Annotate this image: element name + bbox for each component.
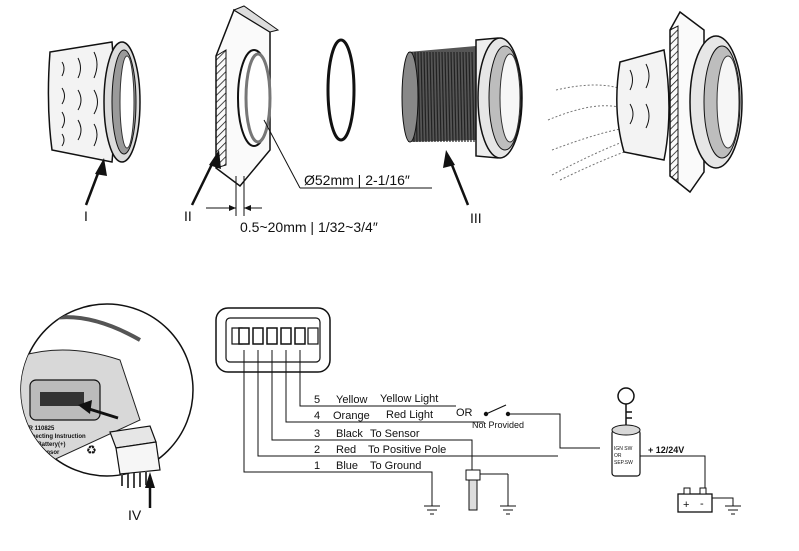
wire-1 bbox=[243, 350, 433, 506]
wire2-num: 2 bbox=[314, 444, 320, 456]
thread-line bbox=[459, 51, 463, 143]
wire-3 bbox=[271, 350, 473, 470]
thread-line bbox=[468, 51, 472, 143]
wire4-function: Red Light bbox=[386, 409, 433, 421]
wire-4 bbox=[285, 350, 462, 423]
ground-symbols bbox=[424, 505, 741, 515]
wire-5 bbox=[299, 350, 456, 407]
threaded-body bbox=[401, 37, 523, 159]
pointer-arrow-iii bbox=[443, 150, 470, 206]
wire5-color: Yellow bbox=[336, 394, 367, 406]
or-label: OR bbox=[456, 407, 473, 419]
wire5-function: Yellow Light bbox=[380, 393, 438, 405]
inset-text-1: MFR 110825 bbox=[20, 426, 55, 432]
ign-line3: SEP.SW bbox=[614, 460, 633, 466]
dimension-markers bbox=[206, 119, 432, 216]
wire-leads bbox=[243, 350, 558, 506]
thread-line bbox=[465, 51, 469, 143]
key-icon bbox=[617, 387, 635, 405]
sensor bbox=[465, 469, 509, 511]
pointer-arrow-ii bbox=[190, 150, 221, 206]
thread-line bbox=[438, 51, 442, 143]
thread-line bbox=[426, 51, 430, 143]
battery-icon: + - bbox=[677, 487, 734, 513]
ignition-switch: IGN SW OR SEP.SW bbox=[611, 387, 641, 477]
connector-pin-2 bbox=[252, 327, 264, 345]
connector-zoom-inset: MFR 110825 Connecting Instruction Red—Ba… bbox=[20, 303, 194, 488]
inset-text-5: Yellow Light bbox=[20, 458, 55, 464]
connector-pin-4 bbox=[280, 327, 292, 345]
thread-line bbox=[453, 51, 457, 143]
wire2-color: Red bbox=[336, 444, 356, 456]
wire-labels: 5 Yellow Yellow Light 4 Orange Red Light… bbox=[314, 393, 446, 472]
thread-line bbox=[441, 51, 445, 143]
thread-line bbox=[450, 51, 454, 143]
svg-text:+: + bbox=[683, 499, 689, 511]
wire5-num: 5 bbox=[314, 394, 320, 406]
wire-2 bbox=[257, 350, 558, 457]
connector-pin-5 bbox=[294, 327, 306, 345]
thread-line bbox=[471, 51, 475, 143]
panel-thickness-label: 0.5~20mm | 1/32~3/4″ bbox=[240, 219, 378, 235]
label-iii: III bbox=[470, 210, 482, 226]
label-iv: IV bbox=[128, 507, 142, 523]
wire1-color: Blue bbox=[336, 460, 358, 472]
mounting-panel bbox=[215, 5, 280, 188]
label-ii: II bbox=[184, 208, 192, 224]
thread-line bbox=[429, 51, 433, 143]
thread-line bbox=[423, 51, 427, 143]
pointer-arrow-i bbox=[84, 158, 107, 206]
o-ring bbox=[326, 38, 356, 142]
light-switch bbox=[462, 404, 600, 449]
thread-line bbox=[447, 51, 451, 143]
wire3-num: 3 bbox=[314, 428, 320, 440]
connector-pin-1 bbox=[238, 327, 250, 345]
hole-diameter-label: Ø52mm | 2-1/16″ bbox=[304, 172, 410, 188]
wire1-function: To Ground bbox=[370, 460, 421, 472]
wire3-function: To Sensor bbox=[370, 428, 420, 440]
label-i: I bbox=[84, 208, 88, 224]
assembled-gauge bbox=[547, 10, 743, 194]
wire3-color: Black bbox=[336, 428, 363, 440]
inset-text-3: Red—Battery(+) bbox=[20, 442, 66, 448]
wire4-color: Orange bbox=[333, 410, 370, 422]
thread-line bbox=[462, 51, 466, 143]
thread-line bbox=[420, 51, 424, 143]
connector-pin-3 bbox=[266, 327, 278, 345]
inset-text-4: Blue—Sensor bbox=[20, 450, 60, 456]
wire4-num: 4 bbox=[314, 410, 320, 422]
recycle-icon: ♻ bbox=[86, 443, 97, 457]
not-provided-label: Not Provided bbox=[472, 420, 524, 430]
thread-line bbox=[417, 51, 421, 143]
pointer-arrow-iv bbox=[145, 472, 155, 508]
ground-icon bbox=[500, 505, 516, 515]
thread-line bbox=[444, 51, 448, 143]
wire1-num: 1 bbox=[314, 460, 320, 472]
thread-line bbox=[456, 51, 460, 143]
voltage-label: + 12/24V bbox=[648, 445, 684, 455]
bezel-ring bbox=[47, 41, 141, 163]
ground-icon bbox=[725, 505, 741, 515]
ground-icon bbox=[424, 505, 440, 515]
ign-line1: IGN SW bbox=[614, 446, 633, 452]
thread-line bbox=[435, 51, 439, 143]
positive-lead bbox=[640, 455, 706, 488]
wire2-function: To Positive Pole bbox=[368, 444, 446, 456]
ign-line2: OR bbox=[614, 453, 622, 459]
thread-line bbox=[432, 51, 436, 143]
inset-text-2: Connecting Instruction bbox=[20, 434, 86, 440]
connector-block bbox=[215, 307, 331, 373]
svg-text:-: - bbox=[700, 498, 704, 510]
